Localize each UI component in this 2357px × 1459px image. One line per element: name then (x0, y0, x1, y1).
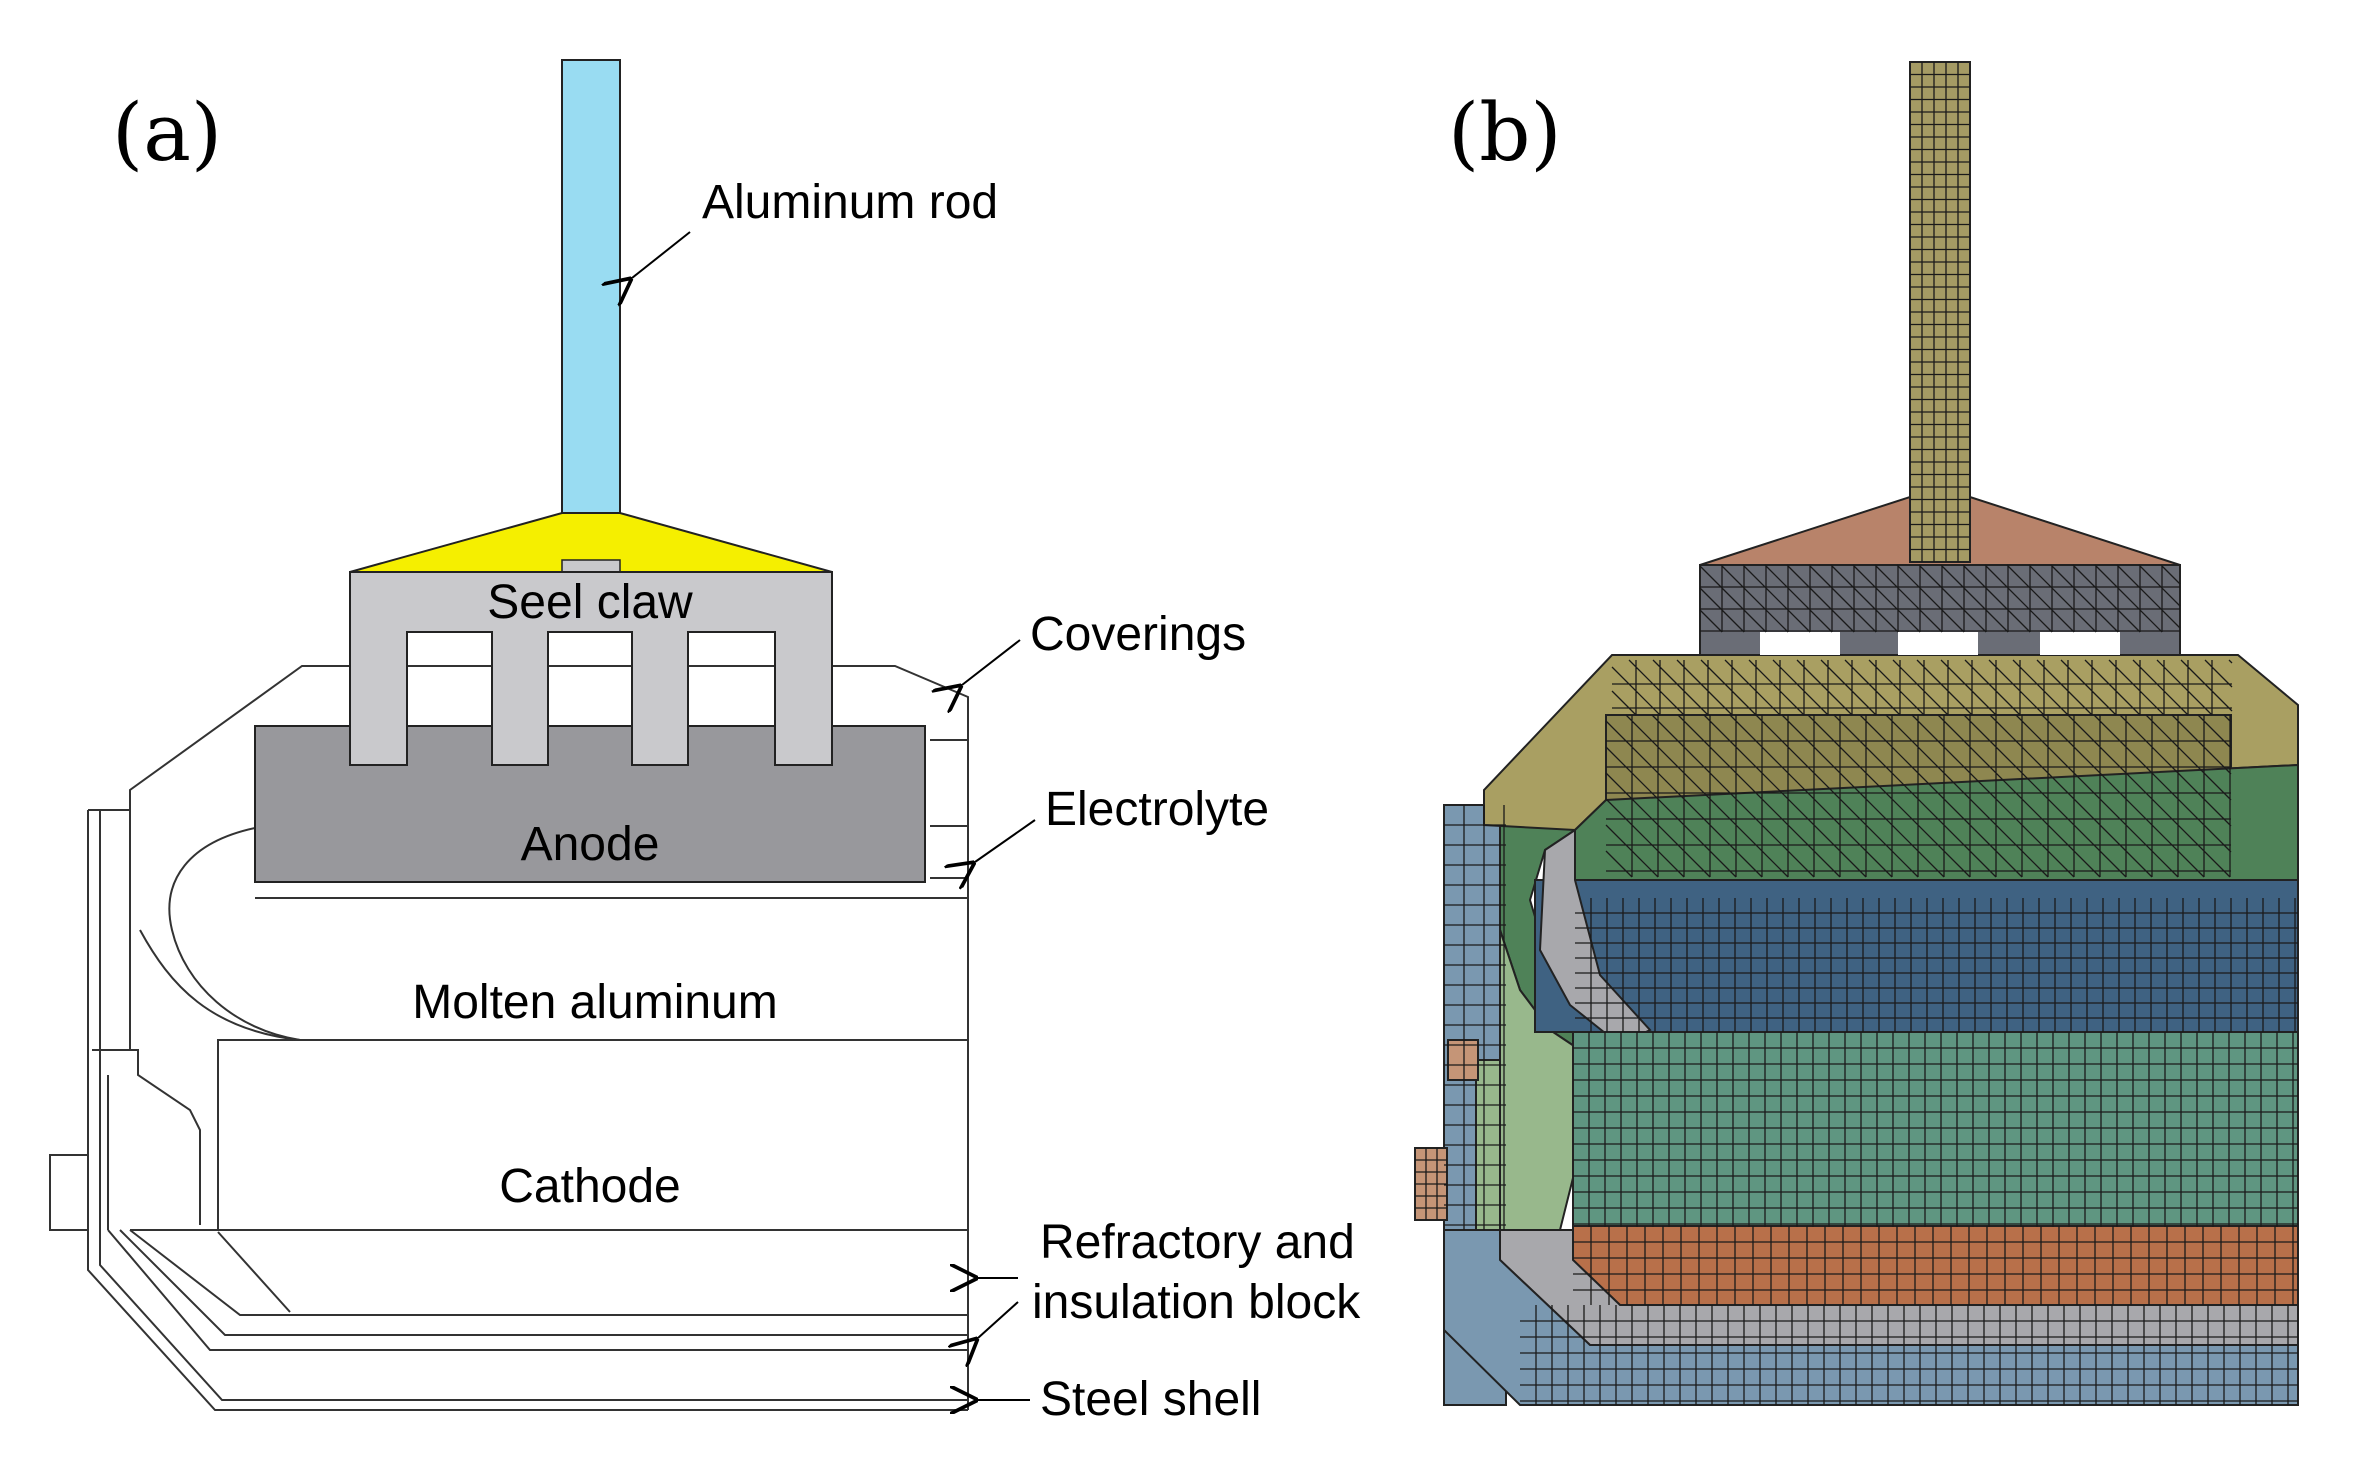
cell-outline (49, 665, 969, 1411)
aluminum-rod-arrow (632, 231, 691, 278)
mesh-gray-ledge (1538, 828, 1652, 1047)
aluminum-rod (561, 59, 621, 561)
claw-slot-1 (1760, 632, 1840, 655)
refractory-line-2 (119, 1229, 968, 1336)
panel-b: (b) (1414, 61, 2299, 1406)
cathode-label: Cathode (499, 1160, 680, 1213)
electrolyte-label: Electrolyte (1045, 783, 1269, 836)
sidewall-mesh (1444, 805, 1506, 1230)
coverings-arrow (962, 639, 1021, 685)
bottom-mesh (1520, 1305, 2298, 1405)
cathode-mesh (1573, 1032, 2298, 1227)
claw-mesh (1699, 564, 2181, 633)
insulation-arrow (978, 1301, 1019, 1338)
coverings-mesh (1611, 659, 2233, 716)
electrolyte-notch (930, 739, 968, 879)
ledge-curve-inner (139, 929, 301, 1041)
rod-joint (561, 559, 621, 573)
seel-claw-label: Seel claw (487, 576, 693, 629)
anode-mesh (1605, 714, 2232, 878)
steel-shell-left (87, 810, 968, 1411)
refractory-label-line1: Refractory and (1040, 1216, 1355, 1269)
molten-aluminum-mesh (1575, 898, 2298, 1032)
anode-label: Anode (521, 818, 660, 871)
rod-mesh (1910, 62, 1970, 562)
mesh-grid (1415, 62, 2298, 1405)
refractory-line-1 (107, 1229, 968, 1351)
mesh-regions (1414, 61, 2299, 1406)
insulation-line (129, 1229, 968, 1316)
claw-slot-2 (1898, 632, 1978, 655)
refractory-label-line2: insulation block (1032, 1276, 1361, 1329)
steel-shell-label: Steel shell (1040, 1373, 1261, 1426)
mesh-molten-aluminum (1534, 879, 2299, 1033)
collector-bar (49, 1154, 89, 1231)
ledge-curve (168, 827, 301, 1041)
aluminum-rod-label: Aluminum rod (702, 176, 998, 229)
steel-shell-left-inner (99, 810, 968, 1401)
mesh-cathode (1572, 1031, 2299, 1228)
cathode-lower (217, 1231, 291, 1313)
side-block (92, 1049, 201, 1225)
mesh-refractory (1572, 1225, 2299, 1306)
mesh-bottom-shell (1443, 1229, 2299, 1406)
coverings-label: Coverings (1030, 608, 1246, 661)
collector-mesh (1415, 1148, 1447, 1220)
panel-b-label: (b) (1448, 86, 1562, 179)
mesh-corner-block (1447, 1039, 1479, 1081)
anode-block (254, 725, 926, 883)
panel-a: (a) (49, 59, 1361, 1426)
refractory-mesh (1573, 1226, 2298, 1305)
claw-slot-3 (2040, 632, 2120, 655)
panel-a-label: (a) (112, 86, 222, 179)
molten-aluminum-label: Molten aluminum (412, 976, 777, 1029)
electrolyte-arrow (975, 819, 1036, 862)
